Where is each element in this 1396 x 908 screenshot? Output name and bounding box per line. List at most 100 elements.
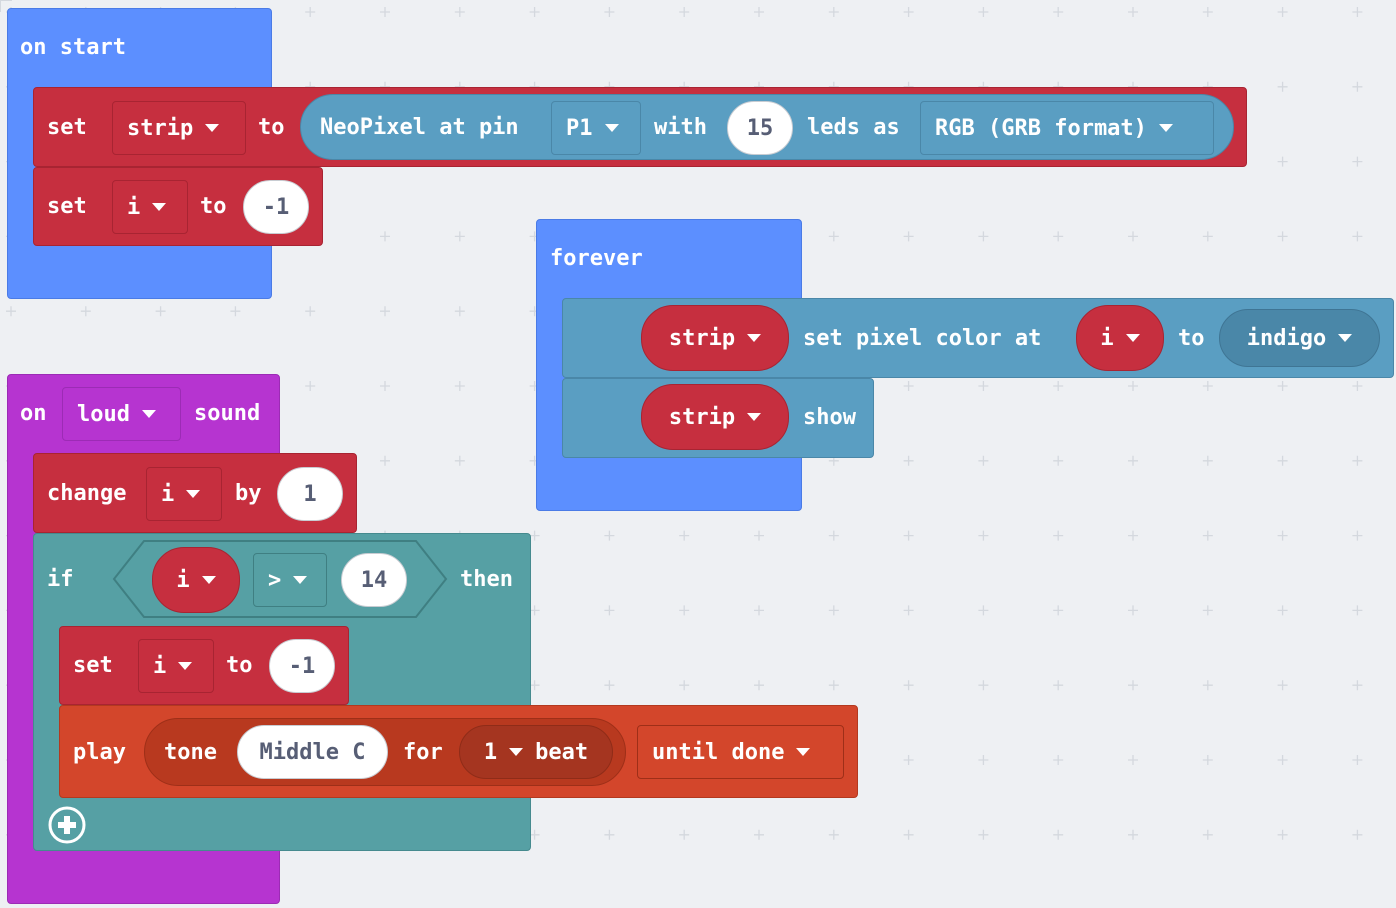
grid-mark xyxy=(1352,381,1363,391)
leds-as-label: leds as xyxy=(807,115,900,140)
grid-mark xyxy=(1277,755,1288,765)
led-count-input[interactable]: 15 xyxy=(727,101,793,155)
threshold-input[interactable]: 14 xyxy=(341,553,407,607)
i-variable-dropdown[interactable]: i xyxy=(112,180,188,234)
grid-mark xyxy=(305,381,316,391)
grid-mark xyxy=(828,680,839,691)
grid-mark xyxy=(1277,81,1288,92)
grid-mark xyxy=(903,605,914,616)
grid-mark xyxy=(155,306,166,317)
chevron-down-icon xyxy=(201,576,216,584)
chevron-down-icon xyxy=(1158,124,1173,132)
mode-dropdown[interactable]: RGB (GRB format) xyxy=(920,101,1214,155)
grid-mark xyxy=(903,680,914,691)
strip-variable-dropdown[interactable]: strip xyxy=(112,101,246,155)
beat-count-label: 1 xyxy=(483,739,498,765)
grid-mark xyxy=(1352,530,1363,541)
grid-mark xyxy=(604,605,615,616)
value-input[interactable]: -1 xyxy=(243,180,309,234)
grid-mark xyxy=(1202,829,1213,840)
left-variable-label: i xyxy=(176,567,190,593)
chevron-down-icon xyxy=(178,662,193,670)
then-keyword: then xyxy=(460,567,513,592)
strip-variable-reporter[interactable]: strip xyxy=(641,384,789,450)
grid-mark xyxy=(1352,156,1363,167)
grid-mark xyxy=(1128,530,1138,541)
grid-mark xyxy=(1352,81,1363,92)
i-variable-dropdown[interactable]: i xyxy=(146,467,222,521)
chevron-down-icon xyxy=(1125,334,1140,342)
grid-mark xyxy=(305,7,316,17)
grid-mark xyxy=(529,605,540,616)
grid-mark xyxy=(828,231,839,242)
set-pixel-color-label: set pixel color at xyxy=(803,326,1042,351)
grid-mark xyxy=(754,530,764,541)
for-keyword: for xyxy=(403,740,443,765)
sound-event-dropdown[interactable]: loud xyxy=(62,387,181,441)
grid-mark xyxy=(1277,381,1288,391)
forever-label: forever xyxy=(550,246,643,271)
grid-mark xyxy=(80,306,91,317)
i-variable-dropdown[interactable]: i xyxy=(138,639,214,693)
grid-mark xyxy=(305,306,316,317)
grid-mark xyxy=(903,7,914,17)
grid-mark xyxy=(1128,755,1138,765)
change-amount-input[interactable]: 1 xyxy=(277,467,343,521)
add-else-button[interactable] xyxy=(47,805,87,845)
chevron-down-icon xyxy=(1338,334,1353,342)
grid-mark xyxy=(1352,605,1363,616)
grid-mark xyxy=(604,680,615,691)
neopixel-at-pin-label: NeoPixel at pin xyxy=(320,115,519,140)
grid-mark xyxy=(1128,231,1138,242)
grid-mark xyxy=(529,530,540,541)
on-keyword: on xyxy=(20,401,47,426)
grid-mark xyxy=(529,7,540,17)
chevron-down-icon xyxy=(293,576,308,584)
grid-mark xyxy=(1202,605,1213,616)
grid-mark xyxy=(1277,829,1288,840)
operator-dropdown[interactable]: > xyxy=(253,553,327,607)
play-mode-dropdown[interactable]: until done xyxy=(637,725,844,779)
grid-mark xyxy=(828,530,839,541)
chevron-down-icon xyxy=(509,748,524,756)
grid-mark xyxy=(978,829,989,840)
color-dropdown[interactable]: indigo xyxy=(1219,309,1380,367)
grid-mark xyxy=(754,829,764,840)
grid-mark xyxy=(230,306,241,317)
grid-mark xyxy=(1202,755,1213,765)
beat-dropdown[interactable]: 1 beat xyxy=(459,725,613,779)
grid-mark xyxy=(454,381,465,391)
grid-mark xyxy=(1128,455,1138,466)
on-start-label: on start xyxy=(20,35,126,60)
left-variable-reporter[interactable]: i xyxy=(152,547,240,613)
index-variable-label: i xyxy=(1100,325,1114,351)
beat-label: beat xyxy=(535,739,589,765)
i-variable-label: i xyxy=(127,194,141,220)
grid-mark xyxy=(978,755,989,765)
to-keyword: to xyxy=(1178,326,1205,351)
grid-mark xyxy=(1277,231,1288,242)
to-keyword: to xyxy=(226,653,253,678)
grid-mark xyxy=(1352,829,1363,840)
strip-variable-reporter[interactable]: strip xyxy=(641,305,789,371)
grid-mark xyxy=(1277,680,1288,691)
i-variable-label: i xyxy=(161,481,175,507)
grid-mark xyxy=(1277,455,1288,466)
grid-mark xyxy=(1128,7,1138,17)
chevron-down-icon xyxy=(141,410,156,418)
grid-mark xyxy=(1352,755,1363,765)
grid-mark xyxy=(978,455,989,466)
value-input[interactable]: -1 xyxy=(269,639,335,693)
grid-mark xyxy=(380,455,390,466)
set-keyword: set xyxy=(73,653,113,678)
grid-mark xyxy=(529,680,540,691)
mode-dropdown-label: RGB (GRB format) xyxy=(935,115,1147,141)
grid-mark xyxy=(529,829,540,840)
grid-mark xyxy=(679,605,690,616)
strip-variable-label: strip xyxy=(668,404,736,430)
index-variable-reporter[interactable]: i xyxy=(1076,305,1164,371)
note-input[interactable]: Middle C xyxy=(237,725,388,779)
grid-mark xyxy=(1128,680,1138,691)
pin-dropdown[interactable]: P1 xyxy=(551,101,641,155)
grid-mark xyxy=(828,605,839,616)
